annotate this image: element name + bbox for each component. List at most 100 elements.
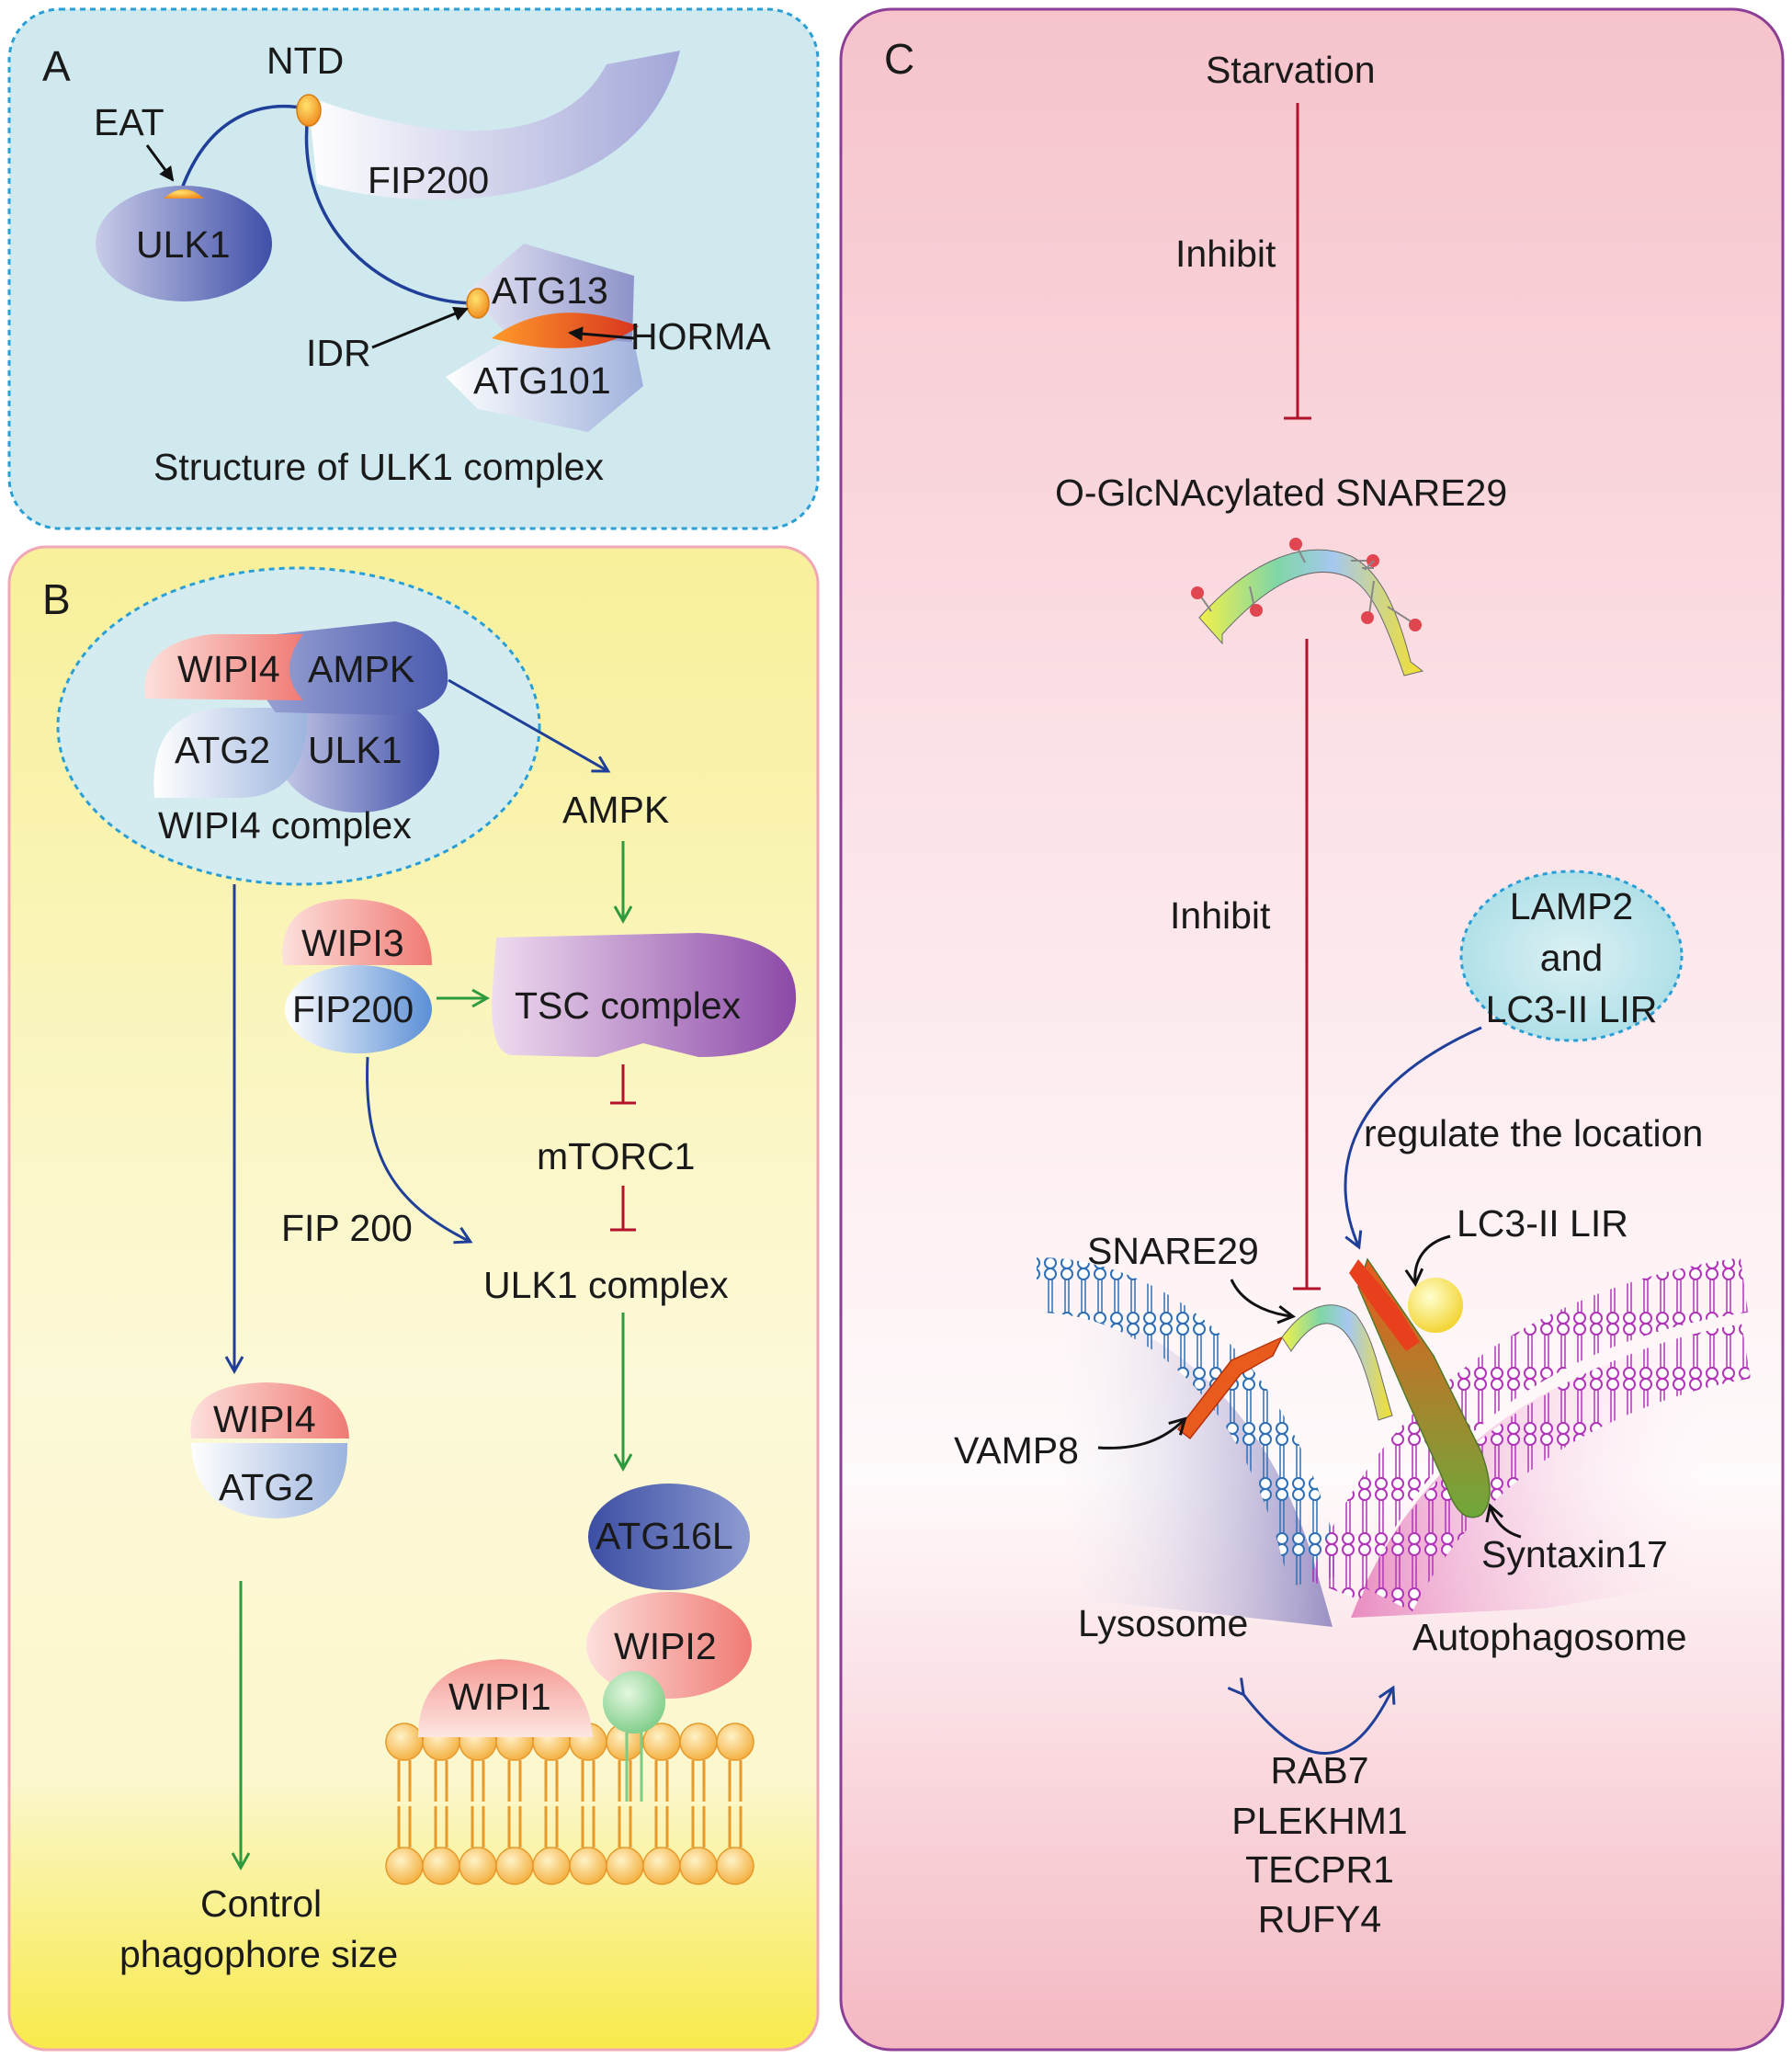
label-lamp2-line1: LAMP2 [1510,885,1633,927]
lysosome-body [1038,1305,1333,1627]
autophagosome-membrane-inner [1363,1324,1752,1612]
arrow-lc3-label [1404,1234,1451,1288]
label-lamp2-line2: and [1540,937,1603,979]
arrow-lamp2-to-membrane [1344,1026,1482,1250]
label-starvation: Starvation [1206,49,1376,91]
lamp2-bubble [1459,870,1684,1042]
snare29-glycosylated-ribbon [1191,538,1424,677]
arrow-vamp8-label [1097,1416,1187,1450]
label-regulate: regulate the location [1364,1112,1703,1154]
lc3-lir-helix [1349,1259,1420,1351]
panel-a-title: Structure of ULK1 complex [153,446,604,488]
label-eat: EAT [94,101,164,143]
eat-arrow [145,144,175,182]
fusion-factor-list: RAB7 PLEKHM1 TECPR1 RUFY4 [1231,1749,1407,1940]
label-ampk: AMPK [562,789,669,831]
lc3-ii-ball [1408,1278,1463,1333]
panel-a: A NTD EAT ULK1 FIP200 ATG13 IDR HORMA AT… [7,7,820,530]
idr-domain [466,288,490,319]
fusion-factor: RUFY4 [1258,1898,1381,1940]
panel-a-letter: A [42,42,71,90]
label-ulk1: ULK1 [136,223,231,266]
horma-domain [492,313,639,348]
lipid-head [679,1847,718,1885]
label-wipi2: WIPI2 [614,1625,717,1667]
ntd-domain [296,94,322,127]
label-tsc-complex: TSC complex [515,984,742,1027]
vamp8-helix [1176,1336,1284,1440]
lipid-row-bottom [385,1806,754,1885]
label-lamp2-line3: LC3-II LIR [1486,988,1658,1030]
atg2-subunit [153,708,308,798]
lipid-head [716,1723,754,1761]
label-syntaxin17: Syntaxin17 [1481,1533,1668,1575]
ampk-subunit [258,621,448,715]
label-idr: IDR [306,332,371,374]
wipi4-shape-b [190,1382,349,1438]
label-ulk1-complex: ULK1 complex [483,1264,729,1306]
label-wipi1: WIPI1 [448,1676,551,1718]
atg2-shape-b [191,1443,348,1518]
label-inhibit-1: Inhibit [1175,233,1276,275]
label-fip200: FIP200 [368,159,489,201]
tsc-complex-shape [492,933,797,1057]
snare29-ribbon [1281,1304,1393,1421]
fusion-factor: TECPR1 [1245,1848,1394,1891]
fip200-shape-b [285,965,432,1053]
label-ntd: NTD [267,40,344,82]
label-inhibit-2: Inhibit [1170,894,1271,937]
label-autophagosome: Autophagosome [1412,1616,1687,1658]
fip200-shape [308,51,680,200]
lipid-head [642,1847,681,1885]
fusion-factor: PLEKHM1 [1231,1800,1407,1842]
label-o-glcnac: O-GlcNAcylated SNARE29 [1055,472,1507,514]
panel-b: B WIPI4 AMPK ATG2 ULK1 WIPI4 complex AMP… [7,545,820,2052]
lipid-head [716,1847,754,1885]
label-atg13: ATG13 [492,269,608,312]
wipi1-shape [418,1659,593,1737]
fusion-factor: RAB7 [1270,1749,1368,1791]
lipid-row-top [385,1723,754,1802]
label-wipi4-complex-wipi4: WIPI4 [177,648,280,690]
label-wipi4-complex-caption: WIPI4 complex [158,804,412,847]
wipi4-subunit [144,634,303,700]
ulk1-subunit [278,691,439,813]
arrow-fip200-to-ulk1 [366,1056,473,1245]
label-lc3-lir: LC3-II LIR [1457,1202,1628,1245]
label-snare29: SNARE29 [1087,1230,1259,1272]
atg16l-shape [588,1484,750,1590]
label-wipi4-complex-ampk: AMPK [308,648,414,690]
panel-c: C Starvation Inhibit O-GlcNAcylated SNAR… [839,7,1785,2052]
wipi3-shape [282,899,432,965]
idr-arrow [371,306,469,349]
ntd-atg13-link [304,114,477,305]
arrow-snare29-label [1230,1279,1297,1325]
label-atg101: ATG101 [473,359,611,402]
label-fip-200: FIP 200 [281,1207,413,1249]
lipid-head [495,1847,534,1885]
ntd-eat-link [180,105,307,189]
lipid-head [569,1847,607,1885]
lipid-head [422,1847,460,1885]
label-mtorc1: mTORC1 [537,1135,695,1177]
ulk1-blob [96,186,272,301]
label-wipi3: WIPI3 [301,922,404,964]
panel-c-letter: C [884,35,914,83]
lipid-head [606,1847,644,1885]
label-atg16l: ATG16L [595,1515,733,1557]
eat-domain [164,189,204,199]
phagophore-membrane [385,1723,754,1885]
label-fip200-b: FIP200 [292,988,414,1030]
lipid-head [385,1847,424,1885]
horma-arrow [568,326,635,342]
label-control-line1: Control [200,1882,322,1925]
lipid-head [532,1847,571,1885]
lipid-head [385,1723,424,1761]
arrow-syntaxin17-label [1485,1503,1522,1539]
label-vamp8: VAMP8 [954,1429,1079,1472]
label-atg2-b: ATG2 [219,1466,314,1508]
fusion-double-arrow [1227,1677,1396,1755]
lipid-head [679,1723,718,1761]
label-wipi4-complex-atg2: ATG2 [175,729,270,771]
